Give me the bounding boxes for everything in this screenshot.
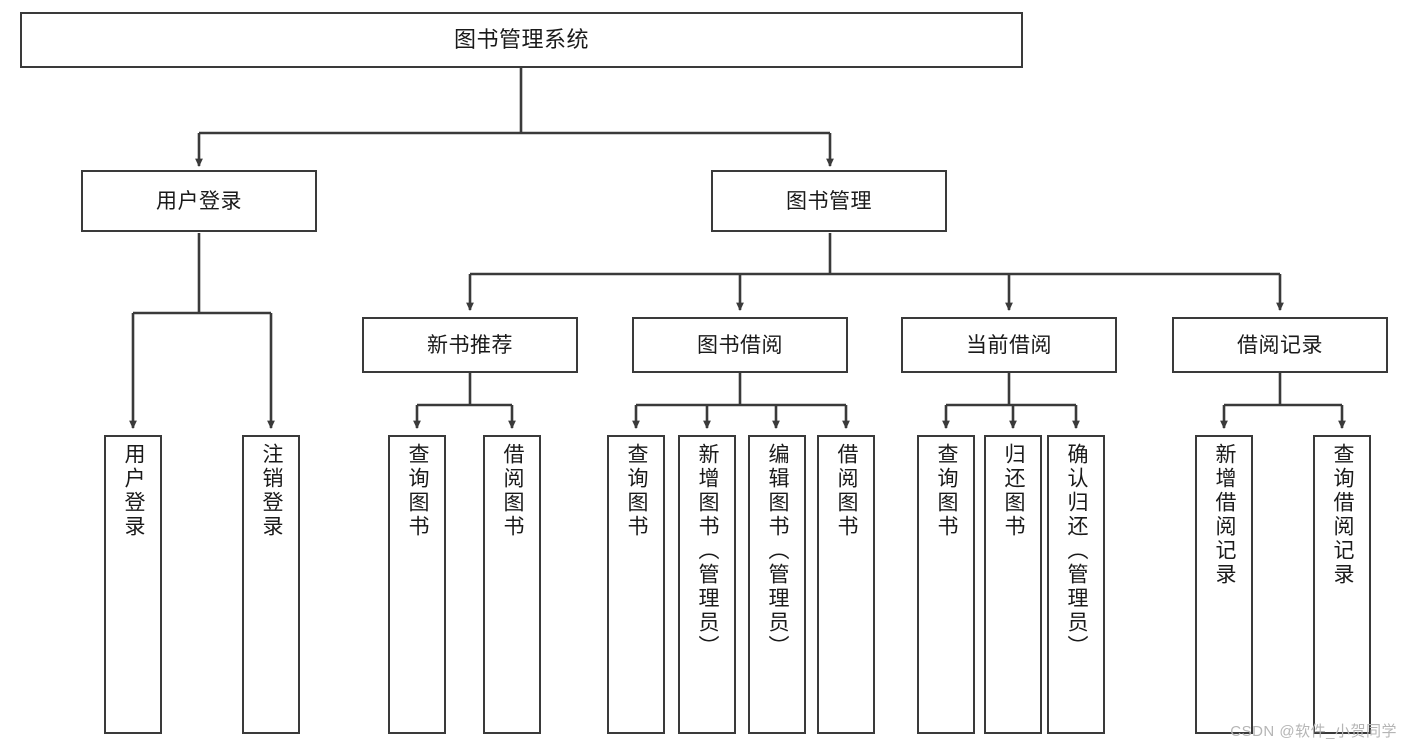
- leaf-recommend-borrow-book[interactable]: 借阅图书: [483, 435, 541, 734]
- node-label: 用户登录: [156, 189, 242, 213]
- node-label: 查询图书: [935, 443, 959, 539]
- node-label: 查询借阅记录: [1331, 443, 1355, 587]
- leaf-user-login-signout[interactable]: 注销登录: [242, 435, 300, 734]
- leaf-recommend-query-book[interactable]: 查询图书: [388, 435, 446, 734]
- node-label: 用户登录: [122, 443, 146, 539]
- node-label: 归还图书: [1002, 443, 1026, 539]
- leaf-user-login-signin[interactable]: 用户登录: [104, 435, 162, 734]
- node-label: 图书借阅: [697, 333, 783, 357]
- leaf-borrow-query-book[interactable]: 查询图书: [607, 435, 665, 734]
- node-new-book-recommend[interactable]: 新书推荐: [362, 317, 578, 373]
- node-label: 新增借阅记录: [1213, 443, 1237, 587]
- leaf-current-return-book[interactable]: 归还图书: [984, 435, 1042, 734]
- node-label: 编辑图书（管理员）: [766, 443, 790, 659]
- node-label: 借阅图书: [835, 443, 859, 539]
- node-user-login[interactable]: 用户登录: [81, 170, 317, 232]
- node-book-borrow[interactable]: 图书借阅: [632, 317, 848, 373]
- node-label: 查询图书: [406, 443, 430, 539]
- node-label: 图书管理系统: [453, 27, 589, 52]
- node-label: 借阅记录: [1237, 333, 1323, 357]
- node-borrow-record[interactable]: 借阅记录: [1172, 317, 1388, 373]
- leaf-record-query-record[interactable]: 查询借阅记录: [1313, 435, 1371, 734]
- node-label: 确认归还（管理员）: [1065, 443, 1089, 659]
- node-current-borrow[interactable]: 当前借阅: [901, 317, 1117, 373]
- leaf-borrow-borrow-book[interactable]: 借阅图书: [817, 435, 875, 734]
- node-label: 注销登录: [260, 443, 284, 539]
- node-label: 借阅图书: [501, 443, 525, 539]
- node-label: 当前借阅: [966, 333, 1052, 357]
- watermark-text: CSDN @软件_小贺同学: [1230, 723, 1397, 740]
- node-label: 查询图书: [625, 443, 649, 539]
- leaf-borrow-add-book-admin[interactable]: 新增图书（管理员）: [678, 435, 736, 734]
- node-label: 图书管理: [786, 189, 872, 213]
- leaf-record-add-record[interactable]: 新增借阅记录: [1195, 435, 1253, 734]
- node-book-management[interactable]: 图书管理: [711, 170, 947, 232]
- node-label: 新增图书（管理员）: [696, 443, 720, 659]
- node-label: 新书推荐: [427, 333, 513, 357]
- leaf-current-query-book[interactable]: 查询图书: [917, 435, 975, 734]
- leaf-borrow-edit-book-admin[interactable]: 编辑图书（管理员）: [748, 435, 806, 734]
- leaf-current-confirm-return-admin[interactable]: 确认归还（管理员）: [1047, 435, 1105, 734]
- node-root-system[interactable]: 图书管理系统: [20, 12, 1023, 68]
